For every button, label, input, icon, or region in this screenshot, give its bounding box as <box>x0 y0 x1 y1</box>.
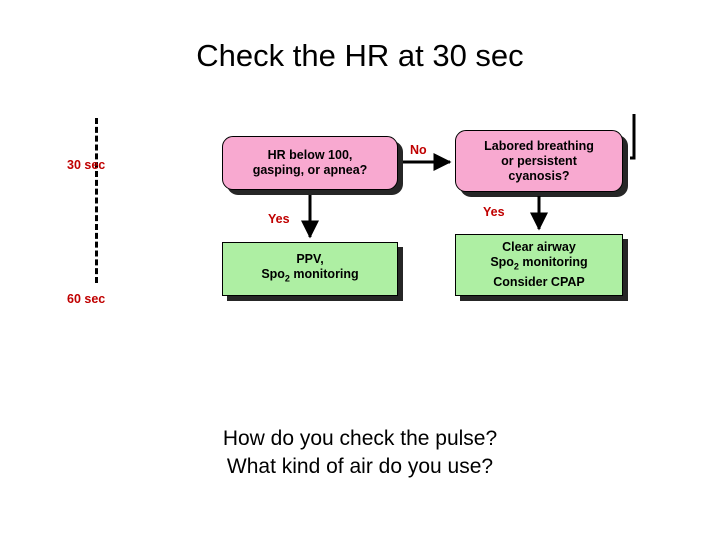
node-labored-line3: cyanosis? <box>508 168 570 183</box>
node-hr-check: HR below 100, gasping, or apnea? <box>222 136 398 190</box>
node-hr-check-line2: gasping, or apnea? <box>252 163 368 177</box>
node-ppv-spo-subscript: 2 <box>284 273 290 284</box>
resuscitation-flowchart: 30 sec 60 sec HR below 100, gasping, or … <box>0 100 720 330</box>
arrow-label-yes-2: Yes <box>483 205 505 219</box>
node-clear-line2: Spo2 monitoring <box>490 255 587 275</box>
node-ppv-monitoring-text: monitoring <box>289 266 359 281</box>
timeline-label-60-sec: 60 sec <box>67 292 106 306</box>
node-clear-spo-text: Spo <box>490 255 514 270</box>
node-ppv: PPV, Spo2 monitoring <box>222 242 398 296</box>
timeline-label-30-sec: 30 sec <box>67 158 106 172</box>
node-clear-line1: Clear airway <box>502 240 576 255</box>
question-line-2: What kind of air do you use? <box>226 455 494 478</box>
node-ppv-line2: Spo2 monitoring <box>261 267 358 287</box>
arrow-label-no: No <box>410 143 427 157</box>
node-hr-check-line1: HR below 100, <box>267 148 353 162</box>
node-labored-breathing: Labored breathing or persistent cyanosis… <box>455 130 623 192</box>
node-labored-line2: or persistent <box>501 153 577 168</box>
node-clear-line3: Consider CPAP <box>493 274 585 289</box>
node-clear-airway: Clear airway Spo2 monitoring Consider CP… <box>455 234 623 296</box>
question-line-1: How do you check the pulse? <box>222 427 498 450</box>
node-clear-spo-subscript: 2 <box>513 261 519 272</box>
node-ppv-line1: PPV, <box>296 251 324 266</box>
node-clear-monitoring-text: monitoring <box>518 255 588 270</box>
node-labored-line1: Labored breathing <box>484 138 594 153</box>
page-title: Check the HR at 30 sec <box>196 38 524 73</box>
questions-block: How do you check the pulse? What kind of… <box>0 425 720 481</box>
arrow-label-yes-1: Yes <box>268 212 290 226</box>
timeline-dashed-line <box>95 118 98 283</box>
node-ppv-spo-text: Spo <box>261 266 285 281</box>
